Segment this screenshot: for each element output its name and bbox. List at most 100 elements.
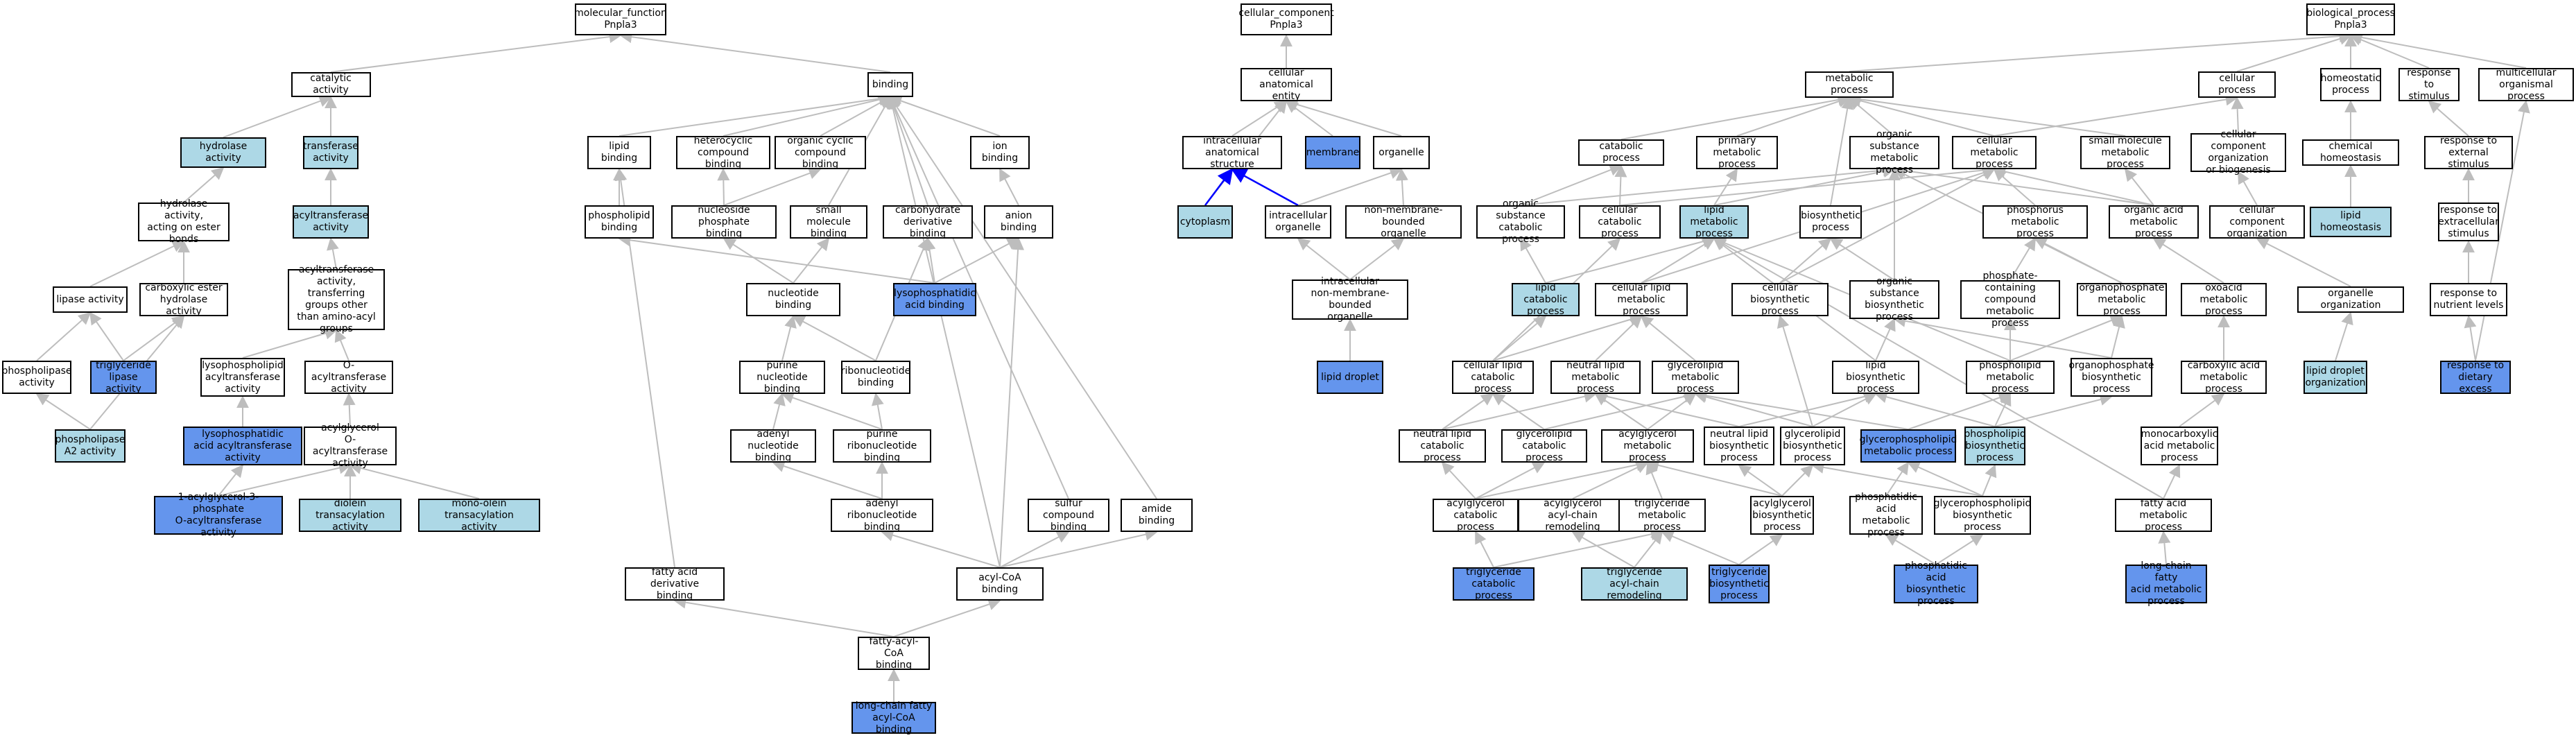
is-a-edge: [1885, 534, 1937, 565]
is-a-edge: [1492, 393, 1545, 430]
is-a-edge: [889, 94, 1001, 137]
part-of-edge: [1204, 168, 1234, 206]
is-a-edge: [934, 238, 1020, 284]
go-term-tg-remodel: triglyceride acyl-chain remodeling: [1581, 567, 1688, 601]
is-a-edge: [820, 96, 892, 137]
go-term-tg-biosyn: triglyceride biosynthetic process: [1709, 565, 1770, 603]
go-term-neutral-lipid-metab: neutral lipid metabolic process: [1550, 360, 1641, 395]
go-term-glycerolipid-catab: glycerolipid catabolic process: [1501, 429, 1587, 463]
is-a-edge: [2256, 238, 2351, 287]
go-term-cellular-catab: cellular catabolic process: [1579, 205, 1661, 239]
is-a-edge: [1285, 98, 1402, 137]
is-a-edge: [1908, 391, 2012, 430]
go-term-catabolic: catabolic process: [1578, 139, 1664, 166]
go-term-adenyl-nucleotide: adenyl nucleotide binding: [730, 429, 816, 463]
is-a-edge: [1779, 169, 1996, 284]
go-term-adenyl-ribonucleotide: adenyl ribonucleotide binding: [831, 498, 933, 533]
go-term-lpa-binding: lysophosphatidic acid binding: [893, 283, 976, 316]
is-a-edge: [781, 315, 797, 361]
go-term-organophosphate-biosyn: organophosphate biosynthetic process: [2068, 358, 2154, 397]
go-term-resp-external: response to external stimulus: [2424, 135, 2513, 170]
go-term-lipid-binding: lipid binding: [587, 136, 651, 169]
go-term-lipid-homeostasis: lipid homeostasis: [2310, 207, 2392, 237]
go-term-lpa-acyl: lysophosphatidic acid acyltransferase ac…: [183, 427, 302, 465]
is-a-edge: [1492, 315, 1547, 361]
go-term-organophosphate-metab: organophosphate metabolic process: [2077, 282, 2167, 317]
go-term-fatty-acid-deriv: fatty acid derivative binding: [625, 567, 725, 601]
is-a-edge: [1713, 238, 2164, 499]
is-a-edge: [1893, 164, 2154, 206]
is-a-edge: [1661, 531, 1740, 565]
go-term-binding: binding: [867, 72, 913, 97]
is-a-edge: [1994, 393, 2113, 427]
is-a-edge: [2163, 464, 2181, 499]
go-term-pa-biosyn: phosphatidic acid biosynthetic process: [1894, 560, 1978, 607]
go-term-cellular-lipid-metab: cellular lipid metabolic process: [1595, 282, 1688, 317]
go-term-tg-catab: triglyceride catabolic process: [1453, 567, 1535, 601]
is-a-edge: [619, 92, 892, 137]
go-term-nonmem-organelle: non-membrane-bounded organelle: [1345, 205, 1462, 239]
is-a-edge: [772, 393, 786, 430]
is-a-edge: [1885, 461, 1909, 497]
is-a-edge: [35, 393, 91, 430]
is-a-edge: [1594, 390, 1740, 427]
is-a-edge: [218, 461, 352, 497]
is-a-edge: [2464, 315, 2477, 361]
is-a-edge: [999, 168, 1019, 206]
go-term-acylglycerol-metab: acylglycerol metabolic process: [1601, 429, 1694, 463]
is-a-edge: [1520, 237, 1546, 284]
is-a-edge: [999, 528, 1158, 568]
go-term-organic-subst-catab: organic substance catabolic process: [1476, 198, 1565, 245]
go-term-organic-acid-metab: organic acid metabolic process: [2109, 205, 2199, 239]
is-a-edge: [343, 393, 356, 427]
go-term-purine-ribonucleotide: purine ribonucleotide binding: [833, 429, 931, 463]
is-a-edge: [886, 96, 1001, 568]
go-term-pa-metab: phosphatidic acid metabolic process: [1849, 492, 1923, 538]
go-term-fatty-acid-metab: fatty acid metabolic process: [2115, 498, 2212, 533]
go-term-intra-organelle: intracellular organelle: [1265, 205, 1331, 239]
is-a-edge: [871, 393, 884, 430]
is-a-edge: [717, 168, 730, 206]
go-term-acyl-nonamino: acyltransferase activity, transferring g…: [288, 264, 385, 334]
is-a-edge: [890, 96, 1157, 499]
is-a-edge: [223, 95, 332, 138]
is-a-edge: [1492, 313, 1643, 361]
is-a-edge: [1640, 315, 1696, 361]
go-term-one-acyl: 1-acylglycerol-3-phosphate O-acyltransfe…: [154, 492, 283, 538]
is-a-edge: [1875, 318, 1896, 361]
go-term-ribonucleotide: ribonucleotide binding: [841, 361, 910, 394]
go-term-phospholipase-a2: phospholipase A2 activity: [55, 429, 126, 463]
is-a-edge: [793, 237, 830, 284]
go-term-oxoacid-metab: oxoacid metabolic process: [2181, 282, 2267, 317]
go-term-monoolein: mono-olein transacylation activity: [418, 498, 540, 533]
go-term-cae: cellular anatomical entity: [1241, 67, 1332, 102]
go-term-biosynthetic: biosynthetic process: [1799, 205, 1862, 239]
is-a-edge: [1779, 237, 1832, 284]
go-term-cytoplasm: cytoplasm: [1177, 205, 1233, 239]
is-a-edge: [1545, 235, 1715, 284]
is-a-edge: [1297, 166, 1403, 206]
go-term-catalytic: catalytic activity: [291, 72, 371, 97]
go-term-o-acyl: O-acyltransferase activity: [304, 360, 393, 395]
go-term-phospholipid-biosyn: phospholipid biosynthetic process: [1964, 427, 2026, 465]
go-term-phosphate-containing: phosphate-containing compound metabolic …: [1960, 270, 2060, 329]
is-a-edge: [327, 237, 339, 270]
is-a-edge: [1475, 458, 1649, 499]
is-a-edge: [2152, 238, 2224, 284]
go-term-hydro-ester: hydrolase activity, acting on ester bond…: [138, 198, 230, 245]
is-a-edge: [2124, 168, 2154, 206]
is-a-edge: [123, 315, 185, 361]
is-a-edge: [1738, 464, 1783, 497]
go-term-glycerolipid-metab: glycerolipid metabolic process: [1652, 360, 1739, 395]
is-a-edge: [1994, 93, 2238, 137]
go-term-lipid-metabolic: lipid metabolic process: [1679, 205, 1749, 239]
go-term-acyltransferase: acyltransferase activity: [293, 205, 369, 239]
is-a-edge: [1781, 464, 1814, 497]
is-a-edge: [1520, 164, 1896, 206]
is-a-edge: [2236, 33, 2352, 72]
is-a-edge: [1812, 393, 1877, 427]
go-term-long-chain-acyl-coa: long-chain fatty acyl-CoA binding: [852, 700, 936, 735]
is-a-edge: [999, 531, 1070, 568]
is-a-edge: [1713, 165, 1896, 206]
go-term-resp-stimulus: response to stimulus: [2398, 67, 2460, 102]
